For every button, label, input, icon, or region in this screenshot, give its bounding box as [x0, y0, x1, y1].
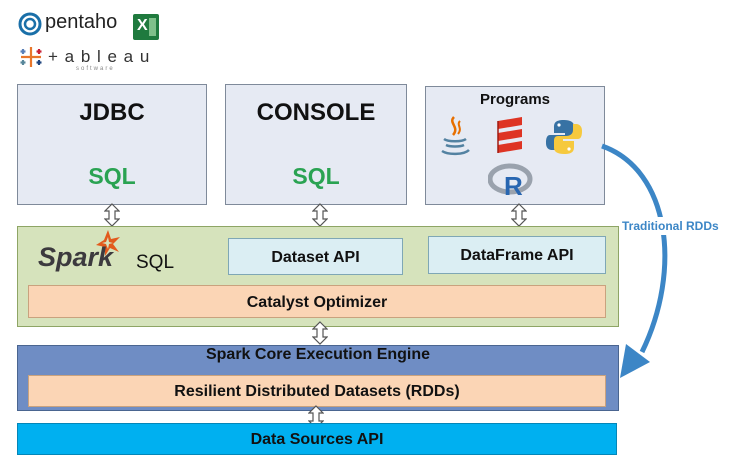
- pentaho-swirl-icon: [18, 12, 42, 36]
- pentaho-wordmark: pentaho: [45, 11, 118, 33]
- spark-sql-logo: Spark SQL: [38, 228, 188, 276]
- data-sources-api-box: Data Sources API: [17, 423, 617, 455]
- console-updown-arrow: [312, 203, 328, 227]
- spark-sql-suffix: SQL: [136, 252, 175, 273]
- spark-star-icon: [96, 230, 120, 256]
- programs-box: Programs R: [425, 86, 605, 205]
- spark-core-title: Spark Core Execution Engine: [205, 346, 431, 363]
- catalyst-optimizer-box: Catalyst Optimizer: [28, 285, 606, 318]
- dataframe-api-box: DataFrame API: [428, 236, 606, 274]
- jdbc-sql-label: SQL: [88, 163, 136, 189]
- spark-wordmark: Spark: [38, 242, 114, 272]
- scala-icon: [497, 117, 522, 153]
- dataset-api-box: Dataset API: [228, 238, 403, 275]
- rdds-box: Resilient Distributed Datasets (RDDs): [28, 375, 606, 407]
- traditional-rdds-label: Traditional RDDs: [622, 217, 719, 235]
- console-title: CONSOLE: [256, 99, 376, 126]
- jdbc-updown-arrow: [104, 203, 120, 227]
- console-box: CONSOLE SQL: [225, 84, 407, 205]
- python-icon: [546, 120, 582, 154]
- svg-text:R: R: [504, 171, 523, 199]
- tableau-cross-icon: [20, 47, 42, 67]
- console-sql-label: SQL: [292, 163, 340, 189]
- tableau-subtext: software: [76, 66, 115, 72]
- programs-title: Programs: [479, 91, 551, 108]
- traditional-rdds-arrow: [601, 143, 668, 378]
- jdbc-box: JDBC SQL: [17, 84, 207, 205]
- excel-letter: X: [137, 17, 148, 34]
- tableau-logo: + a b l e a u software: [18, 44, 168, 74]
- excel-icon: X: [133, 14, 159, 40]
- pentaho-logo: pentaho: [18, 10, 148, 38]
- java-icon: [441, 116, 470, 156]
- r-icon: R: [488, 163, 533, 199]
- spark-core-updown-arrow: [312, 321, 328, 345]
- jdbc-title: JDBC: [79, 99, 145, 126]
- tableau-wordmark: + a b l e a u: [48, 47, 151, 66]
- programs-updown-arrow: [511, 203, 527, 227]
